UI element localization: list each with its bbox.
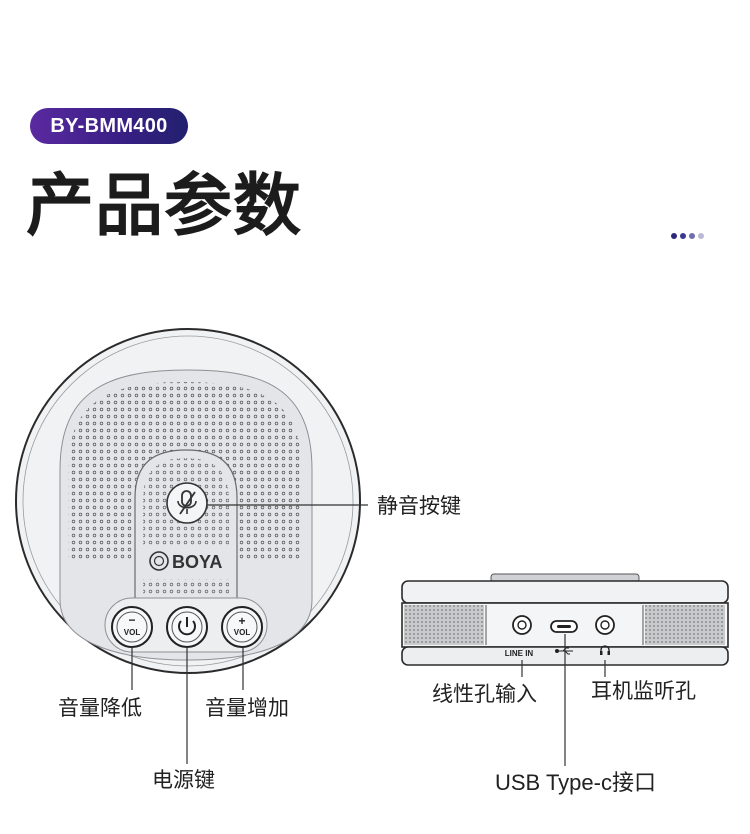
usb-c-port (550, 620, 578, 655)
vol-up-symbol: + (238, 614, 245, 628)
headphone-icon (600, 645, 610, 655)
callout-volume-down: 音量降低 (58, 696, 142, 720)
callout-line-in: 线性孔输入 (432, 682, 537, 706)
pager-dot (671, 233, 677, 239)
volume-up-button[interactable]: + VOL (221, 606, 263, 648)
vol-down-text: VOL (124, 628, 141, 637)
pager-dot (689, 233, 695, 239)
side-leader-lines (521, 634, 606, 766)
vol-down-symbol: − (128, 613, 135, 627)
vol-up-text: VOL (234, 628, 251, 637)
volume-down-button[interactable]: − VOL (111, 606, 153, 648)
pager-dot (698, 233, 704, 239)
top-leader-lines (131, 504, 368, 764)
callout-power: 电源键 (152, 768, 215, 792)
model-badge: BY-BMM400 (30, 108, 188, 144)
line-in-text: LINE IN (505, 649, 534, 658)
right-speaker-grille (645, 605, 725, 645)
power-button[interactable] (166, 606, 208, 648)
pager-dot (680, 233, 686, 239)
brand-text: BOYA (172, 552, 222, 572)
callout-headphone: 耳机监听孔 (591, 679, 696, 703)
callout-usb: USB Type-c接口 (495, 770, 656, 795)
left-speaker-grille (404, 605, 484, 645)
page-indicator (671, 233, 704, 241)
mute-button[interactable] (166, 482, 208, 524)
mic-off-icon (177, 490, 197, 515)
line-in-port: LINE IN (505, 615, 534, 658)
headphone-port (595, 615, 615, 655)
boya-logo: BOYA (149, 551, 222, 572)
callout-mute: 静音按键 (377, 494, 461, 518)
device-top-view: BOYA − VOL (15, 328, 361, 674)
power-icon (178, 617, 196, 636)
callout-volume-up: 音量增加 (205, 696, 289, 720)
page-title: 产品参数 (26, 167, 303, 246)
